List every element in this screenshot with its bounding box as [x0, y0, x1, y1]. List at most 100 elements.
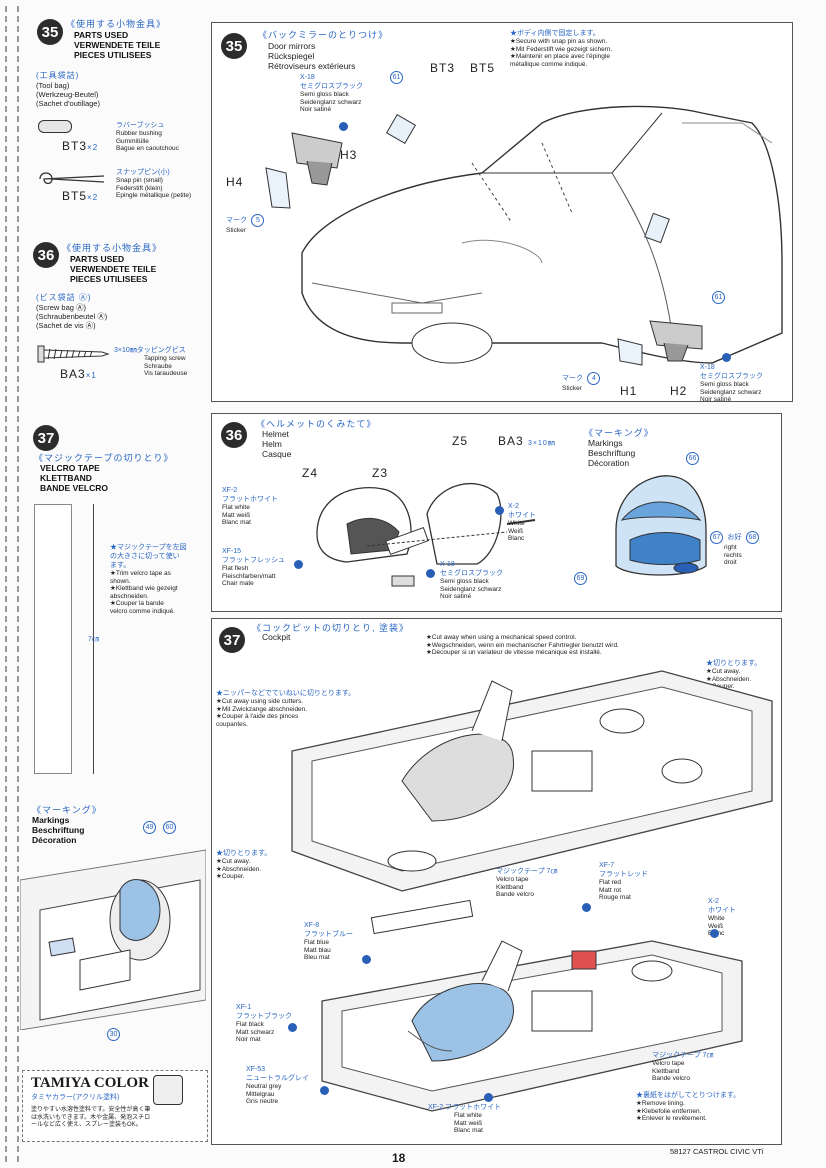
- mirror-parts-left: [265, 132, 343, 209]
- bt5-names: スナップピン(小) Snap pin (small) Federstift (k…: [116, 169, 192, 199]
- marking-jp-helmet: 《マーキング》: [584, 428, 654, 438]
- paint-dot-xf1: [288, 1023, 297, 1032]
- paint-dot-xf2: [484, 1093, 493, 1102]
- footer-code: 58127 CASTROL CIVIC VTi: [670, 1147, 764, 1156]
- velcro-label-top: マジックテープ 7㎝ Velcro tape Klettband Bande v…: [496, 868, 558, 898]
- car-body-drawing: [301, 105, 783, 364]
- step-number-35: 35: [37, 19, 63, 45]
- helmet-assembly-drawing: [316, 482, 536, 587]
- panel35-notes: ★ボディ内側で固定します。 ★Secure with snap pin as s…: [510, 30, 613, 68]
- side-cutter-note: ★ニッパーなどでていねいに切りとります。 ★Cut away using sid…: [216, 690, 356, 728]
- label-h4: H4: [226, 175, 244, 189]
- remove-lining-note: ★裏紙をはがしてとりつけます。 ★Remove lining. ★Klebefo…: [636, 1092, 741, 1122]
- bt3-label: BT3×2: [62, 139, 99, 153]
- parts-used-jp-35: 《使用する小物金具》: [66, 19, 167, 29]
- sticker-60: 60: [163, 821, 176, 834]
- color-xf53: XF-53 ニュートラルグレイ Neutral grey Mittelgrau …: [246, 1066, 309, 1105]
- paint-dot-xf7: [582, 903, 591, 912]
- velcro-notes: ★マジックテープを左図 の大きさに切って使い ます。 ★Trim velcro …: [110, 544, 187, 615]
- label-h3: H3: [340, 148, 358, 162]
- sticker-5-label: マーク 5 Sticker: [226, 209, 265, 235]
- velcro-label-bottom: マジックテープ 7㎝ Velcro tape Klettband Bande v…: [652, 1052, 714, 1082]
- velcro-jp-title: 《マジックテープの切りとり》: [34, 453, 174, 463]
- step-number-36: 36: [33, 242, 59, 268]
- velcro-length: 7㎝: [88, 636, 99, 643]
- paint-dot-x18-helmet: [426, 569, 435, 578]
- label-bt3: BT3: [430, 61, 456, 75]
- panel35-jp-title: 《バックミラーのとりつけ》: [258, 30, 389, 40]
- mirror-parts-right: [617, 320, 703, 366]
- sticker-61-bottom: 61: [712, 291, 725, 304]
- step-number-35-panel: 35: [221, 33, 247, 59]
- sticker-49: 49: [143, 821, 156, 834]
- parts-used-jp-36: 《使用する小物金具》: [62, 243, 163, 253]
- label-h2: H2: [670, 384, 688, 398]
- color-xf2-cockpit: XF-2 フラットホワイト Flat white Matt weiß Blanc…: [428, 1104, 502, 1134]
- dimension-line: [93, 504, 94, 774]
- snap-pin-icon: [39, 172, 105, 185]
- paint-dot-xf8: [362, 955, 371, 964]
- sticker-4-label: マーク 4 Sticker: [562, 367, 601, 393]
- color-xf2-helmet: XF-2 フラットホワイト Flat white Matt weiß Blanc…: [222, 487, 278, 526]
- rubber-bushing-icon: [38, 120, 72, 133]
- label-z5: Z5: [452, 434, 469, 448]
- tapping-screw-icon: [37, 345, 110, 363]
- color-x18-helmet: X-18 セミグロスブラック Semi gloss black Seidengl…: [440, 561, 503, 600]
- panel35-color-x18: X-18 セミグロスブラック Semi gloss black Seidengl…: [300, 74, 363, 113]
- step-number-36-panel: 36: [221, 422, 247, 448]
- sticker-66: 66: [686, 452, 699, 465]
- paint-dot-x2: [495, 506, 504, 515]
- label-z4: Z4: [302, 466, 319, 480]
- paint-dot-x2-cockpit: [710, 929, 719, 938]
- tamiya-color-box: TAMIYA COLOR タミヤカラー(アクリル塗料) 塗りやすい水溶性塗料です…: [22, 1070, 208, 1142]
- bt3-names: ラバーブッシュ Rubber bushing Gummitülle Bague …: [116, 122, 179, 152]
- color-xf1: XF-1 フラットブラック Flat black Matt schwarz No…: [236, 1004, 292, 1043]
- tamiya-brand: TAMIYA COLOR: [31, 1075, 149, 1091]
- velcro-tape-template: [34, 504, 72, 774]
- color-x2-helmet: X-2 ホワイト White Weiß Blanc: [508, 503, 536, 542]
- label-ba3: BA3 3×10㎜: [498, 434, 556, 448]
- paint-dot-x18-b: [722, 353, 731, 362]
- step-number-37-panel: 37: [219, 627, 245, 653]
- sticker-69: 69: [574, 572, 587, 585]
- page-number: 18: [392, 1151, 406, 1165]
- binder-strip: [5, 6, 19, 1162]
- panel36-jp-title: 《ヘルメットのくみたて》: [256, 419, 377, 429]
- paint-jar-icon: [153, 1075, 183, 1105]
- panel-step-37: 37 《コックピットの切りとり, 塗装》 Cockpit ★Cut away w…: [211, 618, 782, 1145]
- cut-note-left: ★切りとります。 ★Cut away. ★Abschneiden. ★Coupe…: [216, 850, 272, 880]
- cockpit-detail-drawing: [20, 849, 206, 1030]
- step-number-37-left: 37: [33, 425, 59, 451]
- marking-jp-left: 《マーキング》: [32, 805, 102, 815]
- color-xf8: XF-8 フラットブルー Flat blue Matt blau Bleu ma…: [304, 922, 353, 961]
- panel37-title: Cockpit: [262, 632, 291, 642]
- side-marking-label: 67 お好 68 right rechts droit: [710, 526, 759, 567]
- speed-control-note: ★Cut away when using a mechanical speed …: [426, 634, 619, 656]
- sticker-30: 30: [107, 1028, 120, 1041]
- tamiya-sub: タミヤカラー(アクリル塗料): [31, 1094, 120, 1101]
- ba3-label: BA3×1: [60, 367, 97, 381]
- paint-dot-xf53: [320, 1086, 329, 1095]
- sticker-61-top: 61: [390, 71, 403, 84]
- label-bt5: BT5: [470, 61, 496, 75]
- ba3-names: 3×10㎜タッピングビス Tapping screw Schraube Vis …: [114, 347, 188, 377]
- panel35-color2: X-18 セミグロスブラック Semi gloss black Seidengl…: [700, 364, 763, 403]
- bt5-label: BT5×2: [62, 189, 99, 203]
- screw-bag-label: (ビス袋詰 Ⓐ) (Screw bag Ⓐ) (Schraubenbeutel …: [36, 293, 108, 330]
- label-z3: Z3: [372, 466, 389, 480]
- color-xf7: XF-7 フラットレッド Flat red Matt rot Rouge mat: [599, 862, 648, 901]
- paint-dot-xf15: [294, 560, 303, 569]
- color-xf15-helmet: XF-15 フラットフレッシュ Flat flesh Fleischfarben…: [222, 548, 285, 587]
- label-h1: H1: [620, 384, 638, 398]
- helmet-marking-drawing: [615, 475, 707, 576]
- panel37-jp-title: 《コックピットの切りとり, 塗装》: [252, 623, 410, 633]
- tamiya-desc: 塗りやすい水溶性塗料です。安全性が高く筆は水洗いもできます。木や金属、発泡スチロ…: [31, 1107, 151, 1128]
